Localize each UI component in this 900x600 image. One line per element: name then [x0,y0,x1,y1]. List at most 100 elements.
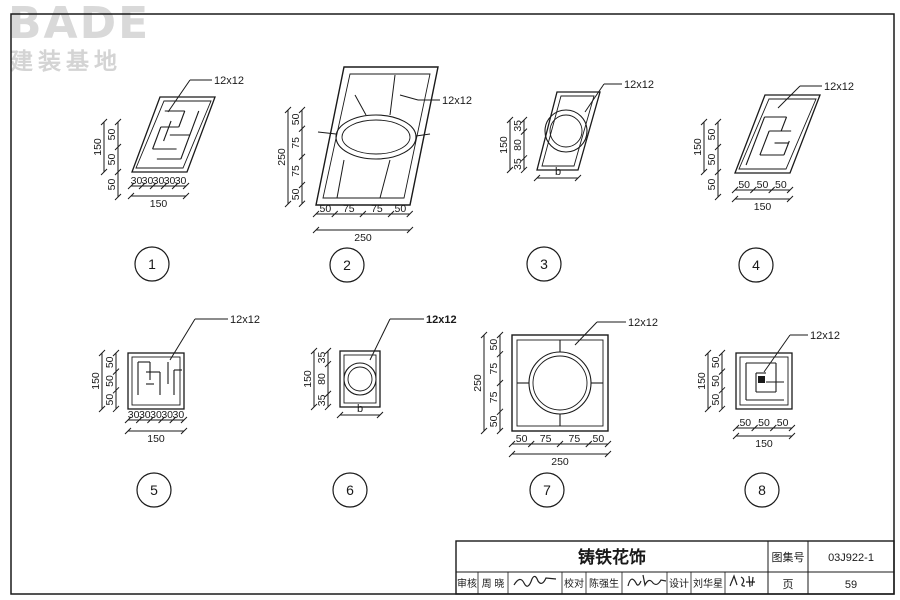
fret-bar [178,110,186,128]
dimension-tick [718,405,726,413]
dimension-label: 50 [710,394,722,406]
dimension-label: 50 [290,188,302,200]
bar [379,159,391,199]
circle-ring [544,109,588,153]
dimension-tick [788,432,796,440]
dimension-tick [310,403,318,411]
dimension-tick [788,424,796,432]
dimension-total-label: 150 [754,201,772,213]
dimension-label: 75 [488,363,500,375]
atlas-label: 图集号 [772,550,805,564]
inner-frame [738,98,817,170]
dimension-tick [480,331,488,339]
dimension-tick [704,405,712,413]
bar [336,159,345,199]
maze-bar [759,130,770,156]
dimension-label: 50 [104,356,116,368]
design-name: 刘华星 [693,577,723,590]
dimension-tick [731,195,739,203]
dimension-tick [700,168,708,176]
bar [415,133,431,137]
check-name: 陈强生 [589,577,619,590]
detail-number: 1 [148,256,156,272]
circle-ring-inner [549,114,583,148]
width-label: b [555,166,561,178]
review-label: 审核 [457,577,477,590]
size-label: 12x12 [442,95,472,107]
dimension-tick [312,226,320,234]
dimension-tick [508,450,516,458]
maze-bar [780,116,788,132]
dimension-total-label: 150 [755,438,773,450]
dimension-label: 50 [706,179,718,191]
dimension-tick [700,118,708,126]
size-label: 12x12 [426,314,457,326]
fret-bar [163,120,172,142]
page-label: 页 [783,579,794,591]
dimension-tick [180,427,188,435]
detail-number: 2 [343,257,351,273]
dimension-total-label: 150 [498,136,510,154]
leader-line [369,318,391,361]
dimension-total-label: 150 [302,370,314,388]
leader-line [763,334,791,373]
width-label: b [357,403,363,415]
detail-number-circle [529,472,565,508]
detail-number-circle [744,472,780,508]
detail-number-circle [134,246,170,282]
dimension-label: 50 [395,203,407,215]
dimension-tick [100,118,108,126]
dimension-label: 50 [106,129,118,141]
logo-text: BADE [8,0,151,49]
dimension-tick [182,182,190,190]
dimension-label: 30 [161,409,173,421]
sheet-border [10,13,895,595]
dimension-label: 75 [290,165,302,177]
dimension-label: 50 [758,417,770,429]
circle-ring-inner [347,366,373,392]
bar [354,94,367,116]
designer-signature [729,574,755,588]
detail-number-circle [136,472,172,508]
design-label: 设计 [669,577,689,590]
dimension-label: 30 [128,409,140,421]
inner-frame [739,356,789,406]
leader-line [169,318,196,361]
dimension-label: 30 [131,175,143,187]
detail-number-circle [329,247,365,283]
dimension-tick [124,427,132,435]
dimension-label: 50 [104,394,116,406]
detail-number-circle [738,247,774,283]
dimension-label: 75 [569,433,581,445]
dimension-label: 50 [106,154,118,166]
check-label: 校对 [564,577,584,590]
dimension-tick [604,440,612,448]
dimension-label: 35 [512,120,524,132]
inner-frame [322,73,431,199]
dimension-label: 30 [142,175,154,187]
dimension-tick [127,192,135,200]
detail-number: 5 [150,482,158,498]
detail-number: 4 [752,257,760,273]
dimension-tick [298,200,306,208]
circle-ring-inner [532,355,588,411]
leader-line [574,321,598,346]
maze-bar [745,116,766,166]
detail-number: 3 [540,256,548,272]
dimension-tick [100,168,108,176]
size-label: 12x12 [824,81,854,93]
dimension-label: 50 [593,433,605,445]
dimension-tick [182,192,190,200]
dimension-tick [480,427,488,435]
review-name: 周 晓 [482,578,505,590]
dimension-label: 50 [106,179,118,191]
fret-bar [152,126,162,150]
reviewer-signature [513,575,557,587]
dimension-total-label: 250 [472,374,484,392]
dimension-tick [114,193,122,201]
dimension-total-label: 150 [692,138,704,156]
